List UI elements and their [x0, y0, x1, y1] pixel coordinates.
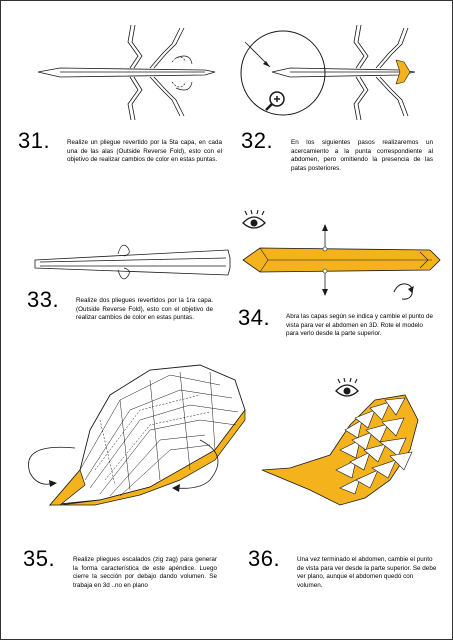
step-34-text: Abra las capas según se indica y cambie … — [286, 313, 434, 337]
step-35-number: 35. — [23, 546, 56, 571]
step-31-number: 31. — [18, 128, 51, 153]
eye-icon — [242, 209, 266, 229]
step-31-text: Realize un pliegue revertido por la 5ta … — [67, 139, 222, 163]
step-33-text: Realize dos pliegues revertidos por la 1… — [76, 297, 213, 321]
rotate-arrow-icon — [393, 283, 414, 300]
step-33-number: 33. — [27, 287, 60, 312]
eye-icon — [335, 377, 359, 397]
step-34-number: 34. — [238, 305, 271, 330]
step-36-number: 36. — [248, 546, 281, 571]
step-32-text: En los siguientes pasos realizaremos un … — [291, 139, 433, 172]
zoom-in-icon — [265, 91, 285, 111]
step-32-number: 32. — [241, 128, 274, 153]
step-36-text: Una vez terminado el abdomen, cambie el … — [297, 556, 437, 589]
step-35-text: Realize pliegues escalados (zig zag) par… — [73, 556, 217, 589]
